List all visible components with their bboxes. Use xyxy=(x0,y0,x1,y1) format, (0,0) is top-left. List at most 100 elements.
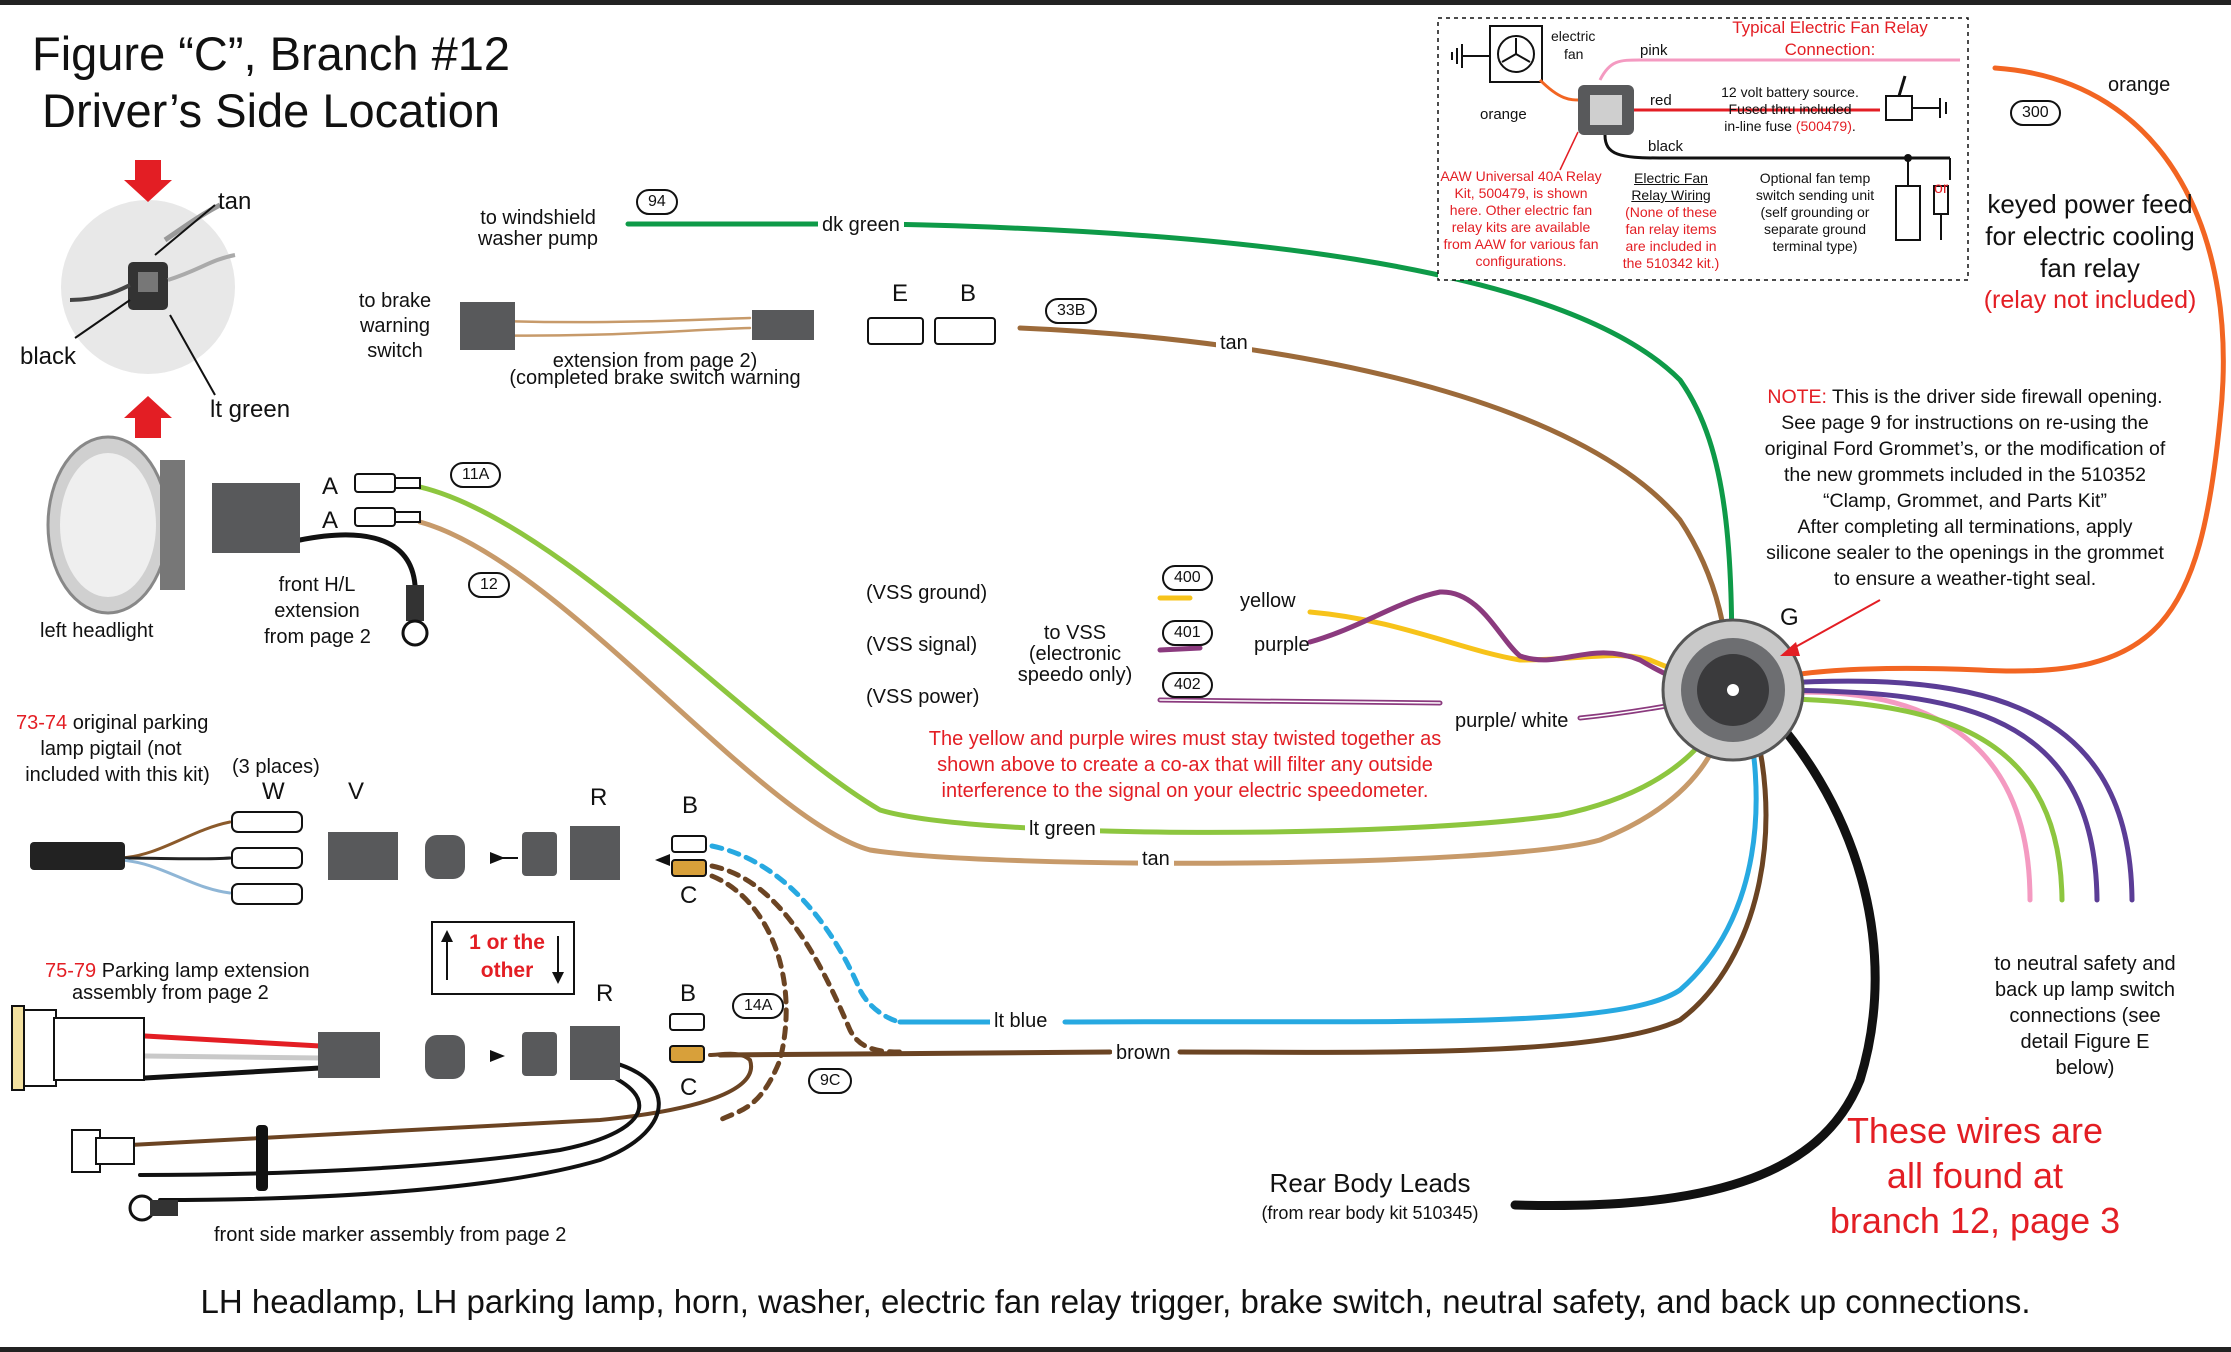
brake-label-line3: switch xyxy=(367,340,423,362)
grommet-arrow xyxy=(1789,599,1881,651)
vss-note-line1: The yellow and purple wires must stay tw… xyxy=(928,728,1442,750)
inset-leader-tan xyxy=(154,204,216,256)
wire-tag-401: 401 xyxy=(1162,620,1213,646)
brake-switch-connectors xyxy=(460,302,996,350)
relay-batt-line2: Fused thru included xyxy=(1728,101,1852,117)
keyed-line2: for electric cooling xyxy=(1985,221,2195,251)
pigtail-terminals-w xyxy=(231,811,303,905)
headlight-photo xyxy=(46,435,185,615)
parking-ext-label-line1: 75-79 Parking lamp extension xyxy=(45,958,310,984)
relay-aaw-line1: AAW Universal 40A Relay xyxy=(1440,168,1602,184)
pigtail-label-line3: included with this kit) xyxy=(25,764,210,786)
parking-ext-b-label: B xyxy=(680,980,697,1007)
wire-green-branch xyxy=(1749,695,2065,903)
firewall-note-line6: After completing all terminations, apply xyxy=(1797,516,2133,538)
wire-tag-300: 300 xyxy=(2010,100,2061,126)
wire-brown-dashed-lower xyxy=(709,873,789,1123)
relay-orange-wire xyxy=(1538,78,1581,102)
pigtail-label-line1: 73-74 original parking xyxy=(16,710,208,736)
branch-note-line1: These wires are xyxy=(1846,1110,2104,1151)
wire-pigtail-black xyxy=(118,856,232,861)
wire-brown-marker xyxy=(128,1051,754,1147)
brake-label-line2: warning xyxy=(359,315,431,337)
wire-tag-11a: 11A xyxy=(450,462,502,488)
wire-purple-branch1 xyxy=(1749,687,2100,903)
pigtail-label-line2: lamp pigtail (not xyxy=(40,738,182,760)
relay-fan-label1: electric xyxy=(1551,28,1596,44)
vss-ground-label: (VSS ground) xyxy=(866,582,988,604)
wire-tag-14a: 14A xyxy=(732,993,785,1019)
wire-headlight-black xyxy=(297,532,418,588)
down-arrow-red xyxy=(124,160,172,202)
pin-a1-label: A xyxy=(322,473,339,500)
relay-title-line1: Typical Electric Fan Relay xyxy=(1732,18,1928,37)
wire-grey-parking xyxy=(142,1053,323,1061)
relay-opt-line2: switch sending unit xyxy=(1755,187,1875,203)
inset-leader-ltgreen xyxy=(169,314,216,396)
pigtail-w-label: W xyxy=(262,778,285,805)
ground-symbol-fan xyxy=(1451,44,1490,68)
pigtail-number: 73-74 xyxy=(16,712,68,734)
relay-efr-line2: Relay Wiring xyxy=(1631,187,1711,203)
wire-tan-brake-ext2 xyxy=(468,326,752,337)
wire-black-parking xyxy=(142,1065,323,1081)
wire-pigtail-blue xyxy=(118,858,232,895)
wire-group xyxy=(118,65,2226,1210)
wire-tan-headlight xyxy=(417,519,1733,866)
wire-tag-33b: 33B xyxy=(1045,298,1098,324)
firewall-note-line5: “Clamp, Grommet, and Parts Kit” xyxy=(1823,490,2107,512)
top-border xyxy=(0,0,2231,5)
electric-fan-icon xyxy=(1489,25,1543,83)
wire-label-lt-blue: lt blue xyxy=(990,1008,1052,1034)
relay-orange-label: orange xyxy=(1480,106,1527,123)
vss-signal-label: (VSS signal) xyxy=(866,634,978,656)
wire-brown-dashed-upper xyxy=(709,863,903,1055)
wire-dk-green xyxy=(625,221,1735,683)
wire-label-tan-brake: tan xyxy=(1216,330,1252,356)
arrow-left-upper-1 xyxy=(490,852,505,864)
relay-opt-line4: separate ground xyxy=(1764,221,1866,237)
grommet-g xyxy=(1661,618,1805,762)
relay-black-wire xyxy=(1603,134,1950,160)
brake-label-line1: to brake xyxy=(358,290,432,312)
firewall-note-line7: silicone sealer to the openings in the g… xyxy=(1766,542,2164,564)
wire-purple-branch2 xyxy=(1749,678,2135,903)
bottom-border xyxy=(0,1347,2231,1352)
wire-label-lt-green: lt green xyxy=(1025,816,1100,842)
relay-aaw-line3: here. Other electric fan xyxy=(1449,202,1593,218)
vss-note-line3: interference to the signal on your elect… xyxy=(941,780,1429,802)
parking-ext-line1-text: Parking lamp extension xyxy=(96,960,310,982)
firewall-note-text1: This is the driver side firewall opening… xyxy=(1826,386,2163,408)
either-text-line2: other xyxy=(480,959,534,982)
relay-batt-line1: 12 volt battery source. xyxy=(1721,84,1859,100)
headlight-ext-line1: front H/L xyxy=(278,574,356,596)
relay-opt-line3: (self grounding or xyxy=(1760,204,1870,220)
wire-tag-402: 402 xyxy=(1162,672,1213,698)
inset-label-tan: tan xyxy=(218,188,252,215)
relay-aaw-line2: Kit, 500479, is shown xyxy=(1454,185,1588,201)
wire-brown-left xyxy=(717,1049,1113,1058)
wire-black-rear xyxy=(1510,687,1880,1210)
neutral-line1: to neutral safety and xyxy=(1994,953,2176,975)
parking-ext-number: 75-79 xyxy=(45,960,97,982)
page-title-line1: Figure “C”, Branch #12 xyxy=(32,27,511,80)
relay-efr-line1: Electric Fan xyxy=(1634,170,1708,186)
firewall-note-line1: NOTE: This is the driver side firewall o… xyxy=(1695,384,2231,410)
junction-dot xyxy=(1904,154,1912,162)
parking-ext-c-label: C xyxy=(680,1074,698,1101)
rear-body-line2: (from rear body kit 510345) xyxy=(1261,1203,1479,1223)
pigtail-r-label: R xyxy=(590,784,608,811)
inset-leader-black xyxy=(74,299,131,339)
firewall-note-line4: the new grommets included in the 510352 xyxy=(1783,464,2147,486)
relay-module xyxy=(1578,85,1634,135)
headlight-extension-connector xyxy=(212,483,300,553)
neutral-line3: connections (see xyxy=(2009,1005,2161,1027)
wire-orange xyxy=(1747,65,2226,687)
wire-label-purple-white: purple/ white xyxy=(1455,710,1569,732)
connector-inset-photo xyxy=(61,200,236,374)
pigtail-b-label: B xyxy=(682,792,699,819)
relay-aaw-line4: relay kits are available xyxy=(1451,219,1591,235)
wire-label-dk-green: dk green xyxy=(818,212,904,238)
branch-note-line3: branch 12, page 3 xyxy=(1829,1200,2121,1241)
